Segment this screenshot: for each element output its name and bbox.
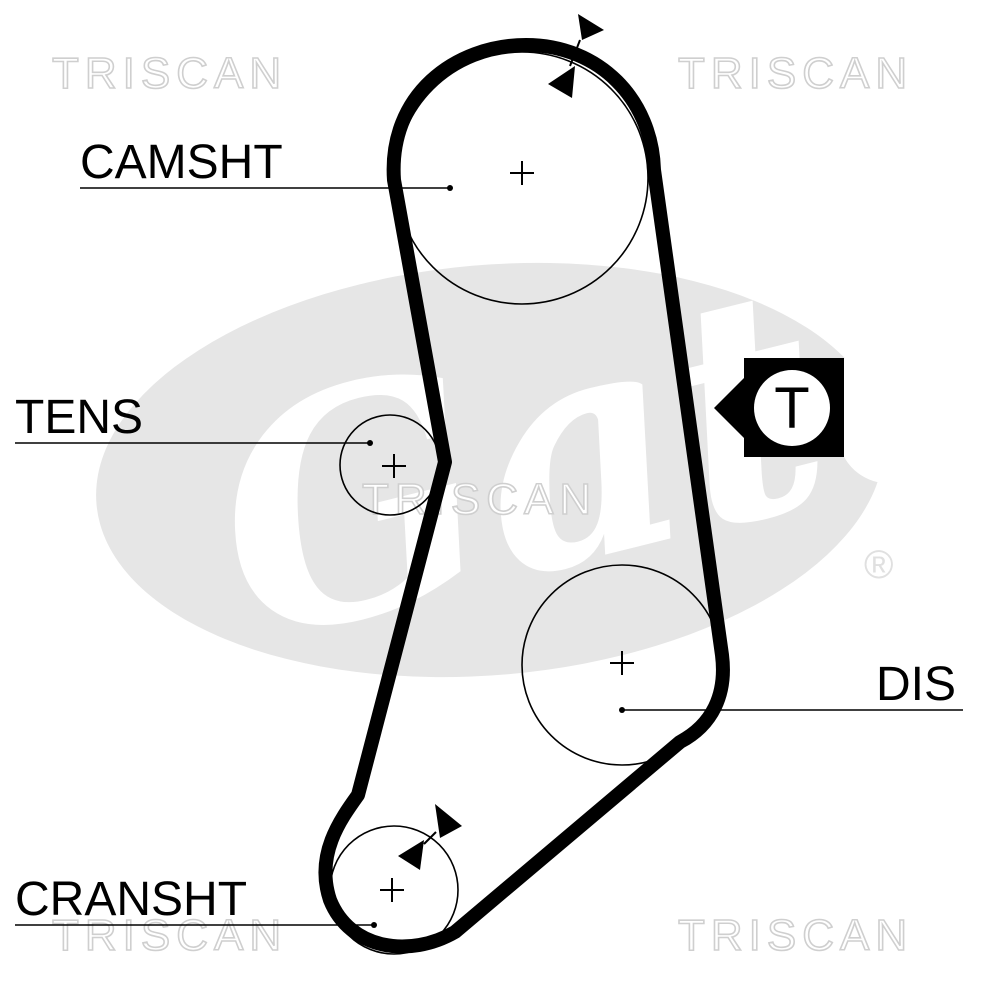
watermark-bottom-right: TRISCAN: [678, 911, 913, 960]
timing-belt: [318, 38, 730, 954]
watermark-top-left: TRISCAN: [52, 49, 287, 98]
crankshaft-label: CRANSHT: [15, 873, 247, 926]
crankshaft-leader-dot: [371, 922, 377, 928]
distributor-center-mark: [610, 651, 634, 675]
crankshaft-center-mark: [380, 878, 404, 902]
gates-logo: Gates ®: [96, 125, 1000, 715]
registered-mark: ®: [864, 543, 893, 587]
watermark-center: TRISCAN: [362, 475, 597, 524]
distributor-leader-dot: [619, 707, 625, 713]
camshaft-timing-mark-icon: [548, 14, 604, 98]
tension-badge: T: [714, 358, 844, 457]
watermark-bottom-left: TRISCAN: [52, 911, 287, 960]
gates-logo-text: Gates: [180, 125, 1000, 715]
distributor-label: DIS: [876, 658, 956, 711]
tensioner-label: TENS: [15, 391, 143, 444]
tensioner-leader-dot: [367, 440, 373, 446]
camshaft-label: CAMSHT: [80, 136, 283, 189]
tension-badge-circle: [754, 370, 830, 446]
camshaft-leader-dot: [447, 185, 453, 191]
tension-badge-letter: T: [774, 376, 809, 441]
watermark-top-right: TRISCAN: [678, 49, 913, 98]
tensioner-center-mark: [382, 454, 406, 478]
crankshaft-timing-mark-icon: [398, 804, 462, 870]
camshaft-center-mark: [510, 161, 534, 185]
